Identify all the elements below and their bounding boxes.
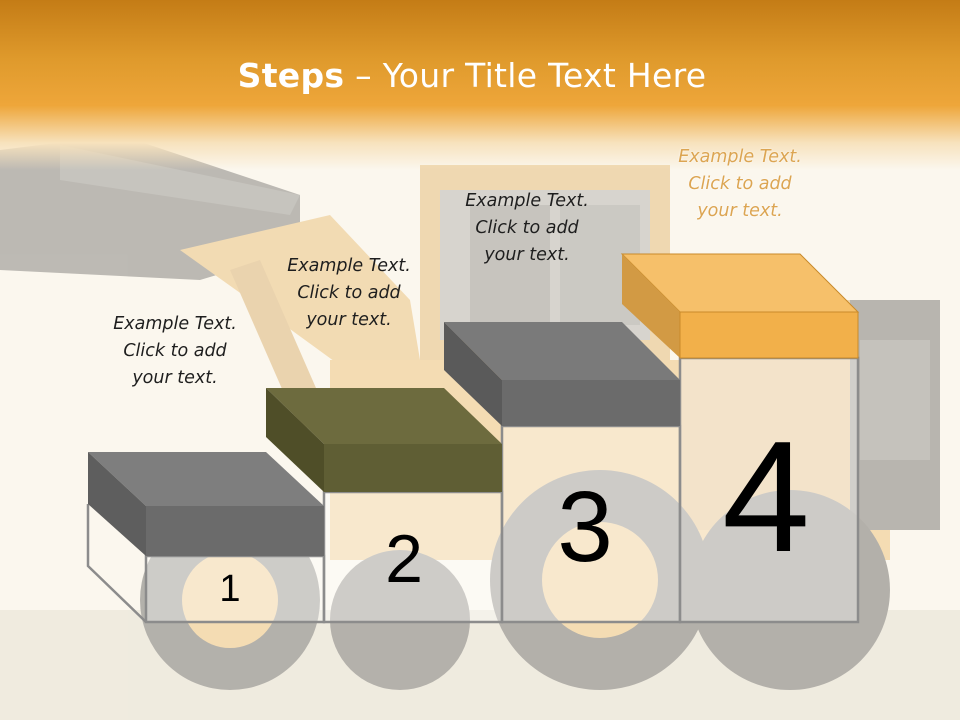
step-2-label-line-3: your text. xyxy=(306,310,392,330)
step-3-number: 3 xyxy=(557,471,613,583)
step-4-top-block xyxy=(620,253,860,359)
step-2-number: 2 xyxy=(385,521,423,597)
step-2-label-line-2: Click to add xyxy=(297,283,401,303)
step-2-top-block xyxy=(266,388,502,492)
step-2-label[interactable]: Example Text. Click to add your text. xyxy=(264,253,434,334)
step-1-side-edge xyxy=(86,504,147,623)
step-1-label-line-1: Example Text. xyxy=(113,314,237,334)
step-1-box xyxy=(144,554,326,624)
step-3-label-line-1: Example Text. xyxy=(465,191,589,211)
slide-title[interactable]: Steps – Your Title Text Here xyxy=(0,56,944,95)
step-1-top-block xyxy=(88,452,324,556)
step-1-label-line-2: Click to add xyxy=(123,341,227,361)
step-4-label[interactable]: Example Text. Click to add your text. xyxy=(655,144,825,225)
step-3-label-line-3: your text. xyxy=(484,245,570,265)
title-bold-part: Steps xyxy=(237,56,345,95)
step-1-label[interactable]: Example Text. Click to add your text. xyxy=(90,311,260,392)
step-1-number: 1 xyxy=(219,568,241,610)
step-2-label-line-1: Example Text. xyxy=(287,256,411,276)
step-4-box xyxy=(678,356,860,624)
step-4-label-line-3: your text. xyxy=(697,201,783,221)
step-4-label-line-2: Click to add xyxy=(688,174,792,194)
step-2-box xyxy=(322,490,504,624)
step-1-label-line-3: your text. xyxy=(132,368,218,388)
step-3-box xyxy=(500,424,682,624)
step-4-number: 4 xyxy=(722,409,810,585)
step-4-label-line-1: Example Text. xyxy=(678,147,802,167)
title-rest-part: – Your Title Text Here xyxy=(344,56,707,95)
step-3-top-block xyxy=(444,322,680,426)
step-3-label[interactable]: Example Text. Click to add your text. xyxy=(442,188,612,269)
header-band xyxy=(0,0,960,170)
step-3-label-line-2: Click to add xyxy=(475,218,579,238)
